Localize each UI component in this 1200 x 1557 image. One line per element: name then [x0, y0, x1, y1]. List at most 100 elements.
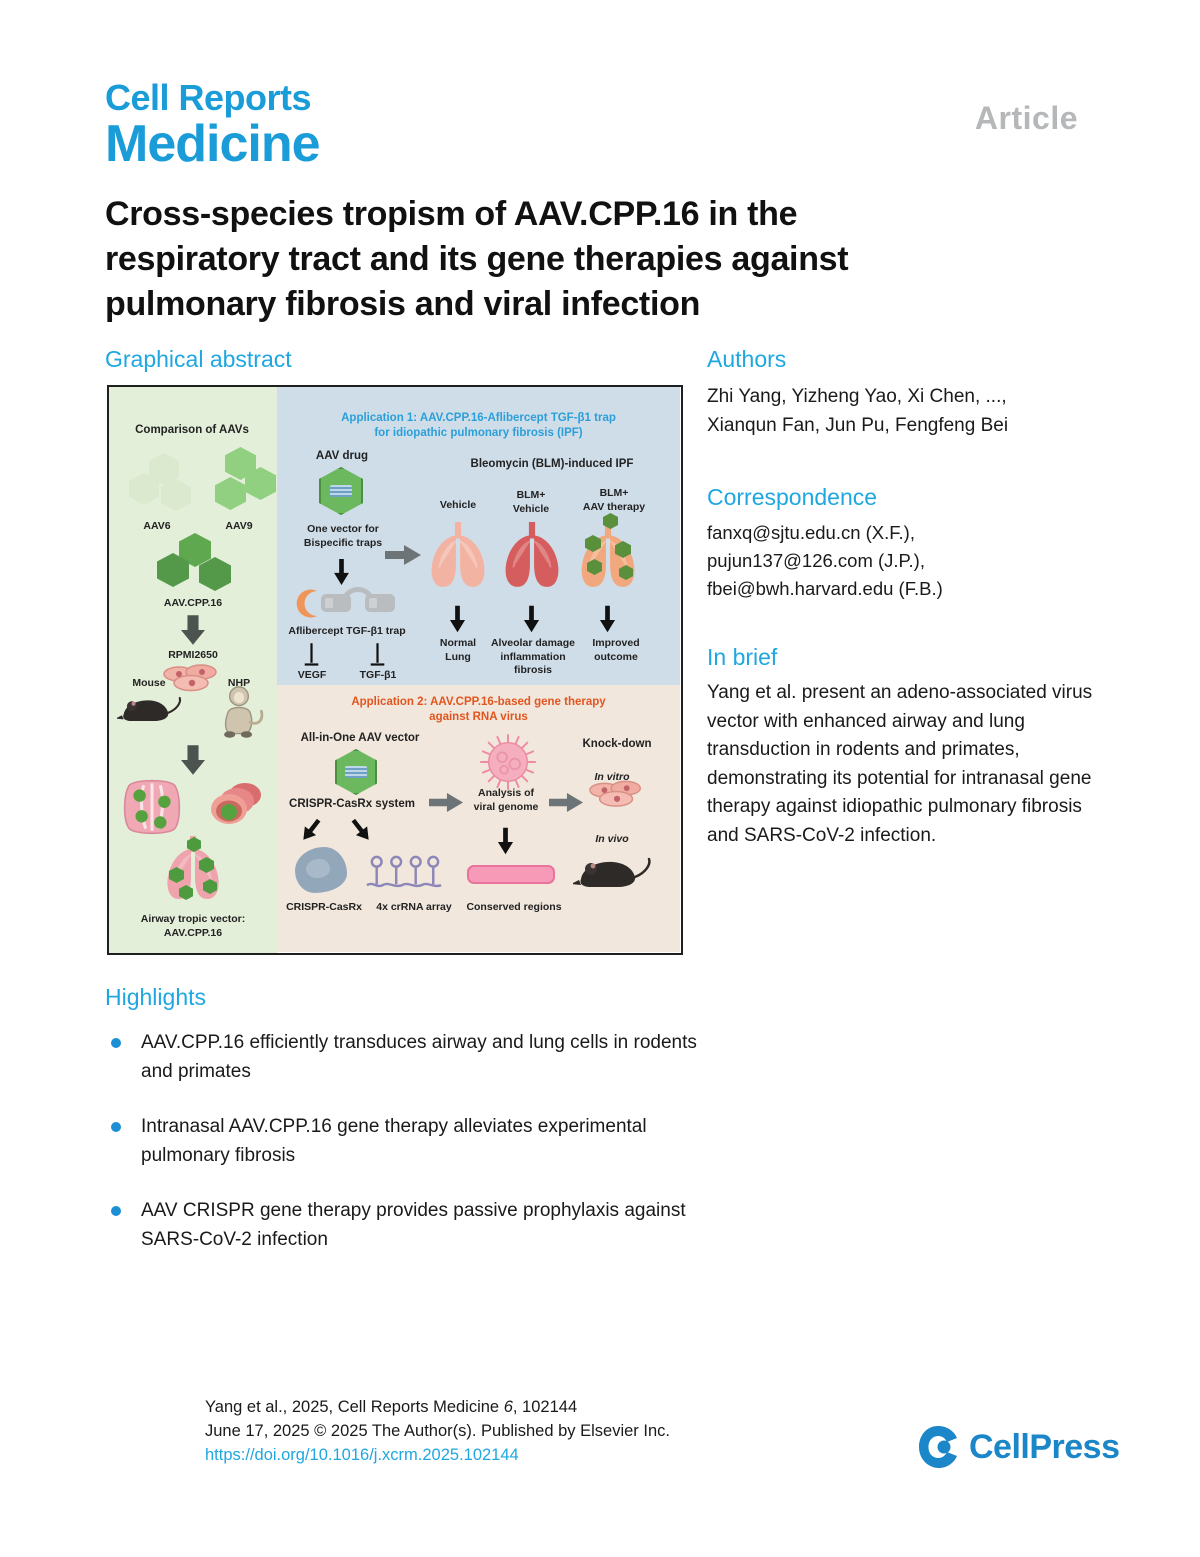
panel-application1: Application 1: AAV.CPP.16-Aflibercept TG… [277, 387, 680, 685]
vehicle-label: Vehicle [439, 499, 477, 511]
in-brief-heading: In brief [707, 644, 778, 671]
highlight-text-3: AAV CRISPR gene therapy provides passive… [141, 1200, 686, 1250]
rpmi2650-label: RPMI2650 [168, 649, 218, 661]
authors-line1: Zhi Yang, Yizheng Yao, Xi Chen, ..., [707, 386, 1007, 407]
panel-application2: Application 2: AAV.CPP.16-based gene the… [277, 685, 680, 952]
transduced-lung-icon [153, 835, 233, 905]
journal-name-line2: Medicine [105, 115, 320, 173]
application1-title: Application 1: AAV.CPP.16-Aflibercept TG… [341, 412, 616, 439]
aavcpp16-capsid-icon [199, 557, 231, 591]
right-arrow-icon [385, 545, 421, 565]
cellpress-mark-icon [919, 1426, 957, 1468]
article-type-label: Article [974, 100, 1078, 136]
highlights-section: Highlights AAV.CPP.16 efficiently transd… [105, 984, 725, 1281]
bullet-icon [111, 1206, 121, 1216]
normal-lung-label: Normal Lung [439, 637, 477, 663]
all-in-one-capsid-icon [335, 749, 377, 795]
crispr-system-label: CRISPR-CasRx system [289, 798, 415, 810]
citation-pre: Yang et al., 2025, Cell Reports Medicine [205, 1398, 504, 1416]
paper-title-line1: Cross-species tropism of AAV.CPP.16 in t… [105, 195, 798, 233]
cellpress-logo: CellPress [915, 1424, 1120, 1470]
paper-title-line3: pulmonary fibrosis and viral infection [105, 285, 701, 324]
paper-title: Cross-species tropism of AAV.CPP.16 in t… [105, 192, 1025, 328]
highlights-heading: Highlights [105, 984, 206, 1010]
in-vitro-label: In vitro [594, 771, 630, 783]
crrna-array-icon [365, 853, 443, 892]
bullet-icon [111, 1038, 121, 1048]
citation-line: Yang et al., 2025, Cell Reports Medicine… [205, 1396, 670, 1420]
in-vivo-mouse-icon [573, 853, 653, 893]
casrx-label: CRISPR-CasRx [286, 901, 362, 913]
aav-genome-icon [329, 484, 353, 498]
correspondence-email-1: fanxq@sjtu.edu.cn (X.F.), [707, 522, 915, 543]
trachea-icon [207, 781, 263, 833]
nasal-turbinate-icon [121, 779, 183, 837]
bullet-icon [111, 1122, 121, 1132]
alveolar-damage-label: Alveolar damage inflammation fibrosis [490, 637, 576, 677]
correspondence-email-3: fbei@bwh.harvard.edu (F.B.) [707, 577, 943, 599]
copyright-line: June 17, 2025 © 2025 The Author(s). Publ… [205, 1421, 670, 1440]
nhp-monkey-icon [211, 685, 267, 741]
citation-volume: 6 [503, 1398, 513, 1416]
conserved-region-icon [467, 865, 555, 884]
panel-comparison: Comparison of AAVs AAV6 AAV9 AAV.CPP.16 … [109, 387, 277, 953]
normal-lung-icon [425, 517, 491, 597]
improved-outcome-label: Improved outcome [592, 637, 640, 663]
aav-drug-capsid-icon [319, 467, 363, 515]
blm-vehicle-label: BLM+ Vehicle [512, 489, 550, 515]
doi-link[interactable]: https://doi.org/10.1016/j.xcrm.2025.1021… [205, 1445, 519, 1464]
inhibition-tbar-icon [303, 643, 320, 669]
aav9-capsid-icon [215, 477, 246, 510]
inhibition-tbar-icon [369, 643, 386, 669]
authors-line2: Xianqun Fan, Jun Pu, Fengfeng Bei [707, 414, 1009, 436]
nhp-label: NHP [227, 677, 251, 689]
casrx-protein-icon [295, 847, 347, 893]
aav-genome-icon [345, 766, 367, 778]
footer-citation-block: Yang et al., 2025, Cell Reports Medicine… [205, 1396, 670, 1468]
citation-post: , 102144 [512, 1398, 578, 1416]
vegf-label: VEGF [297, 669, 327, 681]
down-arrow-icon [497, 827, 514, 855]
blm-ipf-heading: Bleomycin (BLM)-induced IPF [470, 458, 634, 470]
rna-virus-icon [479, 733, 537, 791]
right-arrow-icon [429, 793, 463, 812]
cells-icon [587, 779, 649, 809]
right-arrow-icon [549, 793, 583, 812]
tgfb1-label: TGF-β1 [359, 669, 397, 681]
aav-drug-label: AAV drug [315, 450, 369, 462]
down-arrow-icon [599, 605, 616, 633]
correspondence-heading: Correspondence [707, 484, 878, 510]
bispecific-trap-icon [296, 587, 395, 618]
down-arrow-icon [333, 559, 350, 585]
aflibercept-trap-label: Aflibercept TGF-β1 trap [288, 625, 406, 637]
highlight-text-2: Intranasal AAV.CPP.16 gene therapy allev… [141, 1116, 647, 1166]
highlight-item: AAV.CPP.16 efficiently transduces airway… [105, 1029, 725, 1086]
fibrotic-lung-icon [499, 517, 565, 597]
highlight-item: Intranasal AAV.CPP.16 gene therapy allev… [105, 1113, 725, 1170]
all-in-one-label: All-in-One AAV vector [300, 732, 420, 744]
comparison-title: Comparison of AAVs [135, 424, 249, 436]
mouse-label: Mouse [132, 677, 166, 689]
analysis-label: Analysis of viral genome [473, 787, 539, 813]
journal-name-line1: Cell Reports [105, 77, 312, 118]
application2-title: Application 2: AAV.CPP.16-based gene the… [351, 696, 606, 723]
cellpress-wordmark: CellPress [969, 1427, 1120, 1466]
diagonal-arrow-icon [297, 815, 326, 845]
in-brief-text: Yang et al. present an adeno-associated … [707, 682, 1093, 846]
journal-logo: Cell Reports Medicine [105, 77, 320, 173]
aavcpp16-label: AAV.CPP.16 [163, 597, 223, 609]
aavcpp16-capsid-icon [157, 553, 189, 587]
aav6-capsid-icon [129, 473, 159, 505]
right-column: Authors Zhi Yang, Yizheng Yao, Xi Chen, … [707, 346, 1107, 850]
airway-tropic-vector-label: Airway tropic vector: AAV.CPP.16 [140, 913, 246, 939]
aav6-label: AAV6 [143, 520, 171, 532]
down-arrow-icon [181, 745, 205, 775]
aav9-label: AAV9 [225, 520, 253, 532]
down-arrow-icon [181, 615, 205, 645]
paper-title-line2: respiratory tract and its gene therapies… [105, 240, 849, 279]
in-vivo-label: In vivo [595, 833, 629, 845]
aav6-capsid-icon [161, 479, 191, 511]
treated-lung-icon [575, 513, 641, 597]
crrna-label: 4x crRNA array [376, 901, 452, 913]
highlight-text-1: AAV.CPP.16 efficiently transduces airway… [141, 1032, 697, 1082]
